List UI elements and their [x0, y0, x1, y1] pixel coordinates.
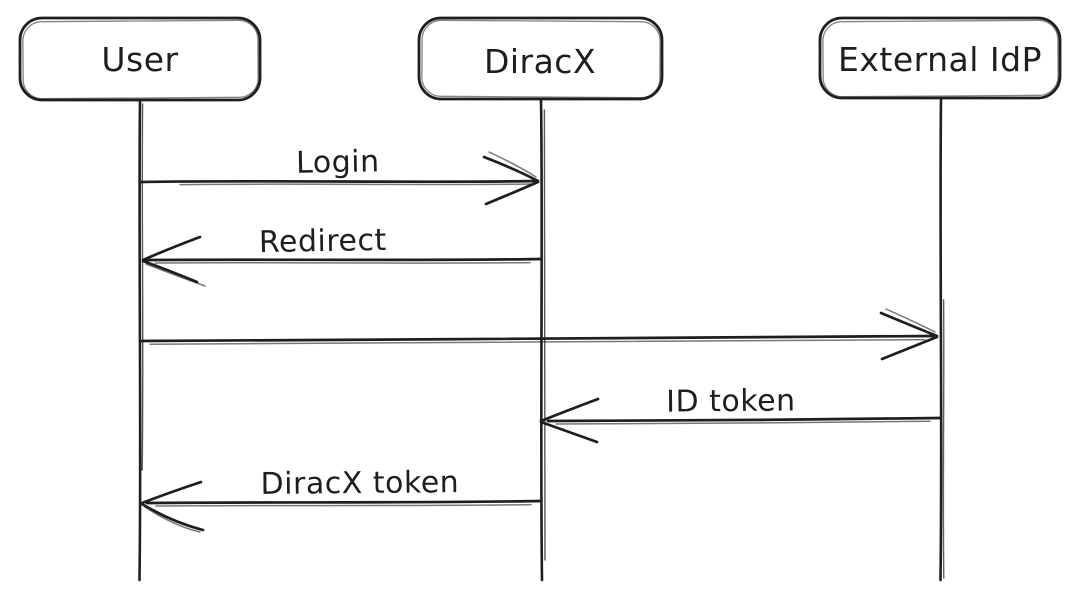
message-redirect-line: [144, 257, 543, 262]
message-diracx-token-arrowhead: [140, 480, 205, 532]
lifeline-user: [138, 98, 142, 582]
message-id-token-line: [546, 416, 942, 423]
message-id-token-arrowhead: [539, 397, 600, 444]
lifelines: [138, 96, 945, 582]
message-id-token-label: ID token: [666, 383, 796, 419]
message-authorize-arrowhead: [879, 311, 939, 361]
diagram-labels: User DiracX External IdP Login Redirect …: [101, 40, 1042, 502]
message-diracx-token-label: DiracX token: [260, 465, 459, 502]
message-authorize-arrowhead-sketch-echo: [885, 308, 936, 333]
actor-external-idp-box-sketch-echo: [822, 19, 1059, 98]
message-redirect-arrow: [141, 235, 543, 287]
actor-user-box-sketch-echo: [22, 19, 259, 100]
message-id-token-arrow: [539, 397, 942, 444]
message-diracx-token-line: [145, 499, 543, 505]
message-login-line-sketch-echo: [179, 183, 532, 186]
message-diracx-token-arrow: [140, 480, 543, 533]
message-authorize-line: [138, 334, 935, 343]
lifeline-diracx: [539, 97, 544, 582]
lifeline-user-sketch-echo: [141, 103, 144, 471]
lifeline-external-idp: [939, 96, 943, 582]
actor-diracx-box-sketch-echo: [421, 19, 661, 99]
diagram-strokes: [18, 16, 1062, 582]
message-redirect-arrowhead-sketch-echo: [145, 263, 206, 287]
actor-diracx-label: DiracX: [484, 42, 596, 81]
lifeline-diracx-sketch-echo: [543, 109, 546, 561]
message-redirect-line-sketch-echo: [154, 261, 531, 264]
message-authorize-line-sketch-echo: [149, 338, 926, 345]
message-diracx-token-line-sketch-echo: [155, 503, 532, 507]
actor-user-label: User: [101, 40, 178, 79]
actor-external-idp-label: External IdP: [838, 40, 1042, 79]
message-login-label: Login: [296, 144, 380, 180]
message-authorize-arrow: [138, 308, 939, 361]
message-login-line: [139, 179, 538, 184]
message-login-arrow: [139, 151, 540, 206]
message-diracx-token-arrowhead-sketch-echo: [144, 506, 201, 533]
message-id-token-line-sketch-echo: [555, 420, 931, 425]
message-redirect-arrowhead: [141, 235, 202, 284]
message-login-arrowhead-sketch-echo: [488, 151, 537, 178]
message-redirect-label: Redirect: [259, 223, 387, 260]
message-login-arrowhead: [482, 155, 540, 206]
actor-boxes: [18, 16, 1062, 102]
